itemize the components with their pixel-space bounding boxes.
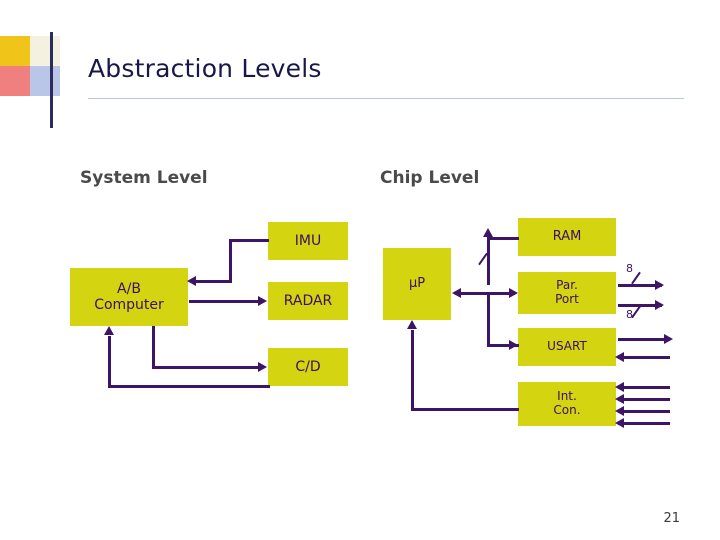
diagram-canvas: System Level Chip Level A/B Computer IMU…: [0, 140, 720, 470]
wire-intcon-left: [411, 408, 519, 411]
arrowhead-cd-to-ab: [104, 326, 114, 335]
arrowhead-par-port-ext-2: [655, 300, 664, 310]
arrowhead-usart-ext-1: [664, 334, 673, 344]
wire-imu-to-ab: [196, 280, 231, 283]
block-ab-computer-line1: A/B: [117, 280, 141, 297]
block-ram: RAM: [518, 218, 616, 256]
wire-par-port-ext-1: [618, 284, 662, 287]
wire-cd-up: [108, 336, 111, 388]
block-cd: C/D: [268, 348, 348, 386]
wire-usart-ext-2: [618, 356, 670, 359]
arrowhead-par-port-ext-1: [655, 280, 664, 290]
arrowhead-usart-ext-2: [615, 352, 624, 362]
wire-par-port-ext-2: [618, 304, 662, 307]
wire-imu-left: [229, 239, 269, 242]
arrowhead-up-to-par-port: [509, 288, 518, 298]
arrowhead-intcon-ext-4: [615, 418, 624, 428]
block-usart-label: USART: [547, 339, 587, 354]
block-imu: IMU: [268, 222, 348, 260]
deco-square-blue: [30, 66, 60, 96]
wire-intcon-join: [411, 330, 413, 333]
block-radar-label: RADAR: [283, 292, 333, 309]
arrowhead-intcon-ext-3: [615, 406, 624, 416]
arrowhead-intcon-ext-1: [615, 382, 624, 392]
wire-usart-ext-1: [618, 338, 670, 341]
block-cd-label: C/D: [295, 358, 321, 375]
wire-cd-left: [108, 385, 270, 388]
wire-up-usart-vert: [487, 292, 490, 346]
arrowhead-intcon-ext-2: [615, 394, 624, 404]
deco-square-red: [0, 66, 30, 96]
block-usart: USART: [518, 328, 616, 366]
deco-square-white-1: [0, 96, 30, 126]
arrowhead-ab-to-cd: [258, 362, 267, 372]
block-ab-computer-line2: Computer: [94, 297, 164, 313]
arrowhead-up-to-ram: [483, 228, 493, 237]
block-radar: RADAR: [268, 282, 348, 320]
wire-up-ram-horiz: [487, 237, 519, 240]
block-int-con-line1: Int.: [557, 389, 577, 404]
page-title: Abstraction Levels: [88, 54, 322, 83]
arrowhead-par-port-to-up: [452, 288, 461, 298]
arrowhead-imu-to-ab: [187, 276, 196, 286]
page-number: 21: [663, 511, 680, 526]
bus-label-par-port-top: 8: [626, 262, 633, 275]
block-ram-label: RAM: [552, 228, 582, 244]
deco-square-white-2: [30, 96, 60, 126]
arrowhead-up-to-usart: [509, 340, 518, 350]
title-underline-rule: [88, 98, 684, 99]
wire-intcon-ext-1: [618, 386, 670, 389]
title-vertical-bar: [50, 32, 53, 128]
wire-ab-cd-down: [152, 326, 155, 368]
block-up-label: µP: [408, 275, 426, 291]
arrowhead-intcon-to-up: [407, 320, 417, 329]
wire-ab-cd-right: [152, 366, 259, 369]
block-imu-label: IMU: [294, 232, 322, 249]
title-decoration: [0, 32, 92, 128]
deco-square-cream: [30, 36, 60, 66]
arrowhead-ab-to-radar: [258, 296, 267, 306]
wire-imu-down: [229, 239, 232, 283]
block-up: µP: [383, 248, 451, 320]
wire-intcon-ext-4: [618, 422, 670, 425]
block-ab-computer: A/B Computer: [70, 268, 188, 326]
wire-intcon-ext-3: [618, 410, 670, 413]
bus-label-par-port-bottom: 8: [626, 308, 633, 321]
block-par-port-line2: Port: [555, 292, 579, 306]
deco-square-yellow: [0, 36, 30, 66]
block-int-con-line2: Con.: [553, 403, 581, 417]
section-label-system-level: System Level: [80, 168, 208, 188]
section-label-chip-level: Chip Level: [380, 168, 480, 188]
wire-up-ram-vert: [487, 237, 490, 285]
wire-up-par-port: [455, 292, 515, 295]
wire-intcon-up: [411, 330, 414, 410]
wire-up-usart-horiz: [487, 344, 519, 347]
block-par-port-line1: Par.: [556, 278, 578, 293]
wire-ab-to-radar: [189, 300, 259, 303]
block-int-con: Int. Con.: [518, 382, 616, 426]
block-par-port: Par. Port: [518, 272, 616, 314]
wire-intcon-ext-2: [618, 398, 670, 401]
